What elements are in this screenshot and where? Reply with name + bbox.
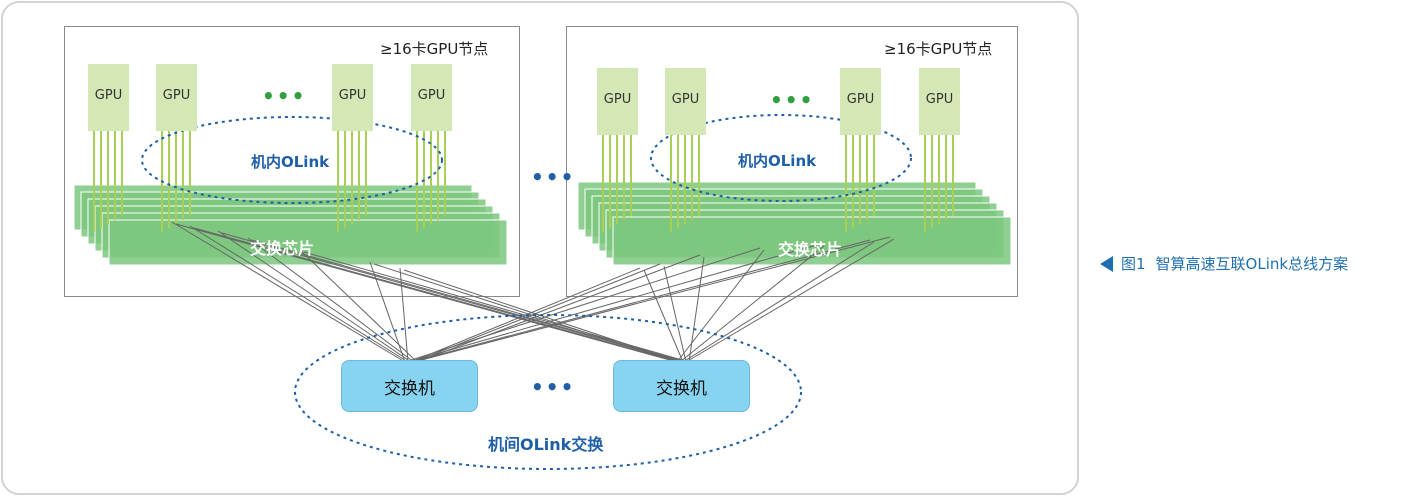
- node-2-title: ≥16卡GPU节点: [884, 40, 993, 58]
- cable-to-switch-1: [369, 261, 406, 363]
- cable-to-switch-2: [685, 238, 895, 363]
- node-2-intra-olink-label: 机内OLink: [738, 152, 817, 170]
- node-1-switch-chip-label: 交换芯片: [250, 239, 315, 258]
- node-1-gpu-3: GPU: [332, 64, 373, 131]
- switch-2: 交换机: [613, 360, 750, 412]
- switch-ellipsis: •••: [531, 375, 576, 399]
- diagram-graphics: [73, 114, 1012, 470]
- cable-to-switch-1: [399, 267, 409, 363]
- node-2-intra-olink-ellipse: [650, 114, 912, 202]
- node-1-gpu-4: GPU: [411, 64, 452, 131]
- switch-1: 交换机: [341, 360, 478, 412]
- node-2-gpu-4: GPU: [919, 68, 960, 135]
- cable-to-switch-2: [682, 241, 875, 363]
- cable-to-switch-1: [171, 221, 406, 363]
- node-1-intra-olink-ellipse: [141, 116, 443, 204]
- node-2-gpu-1: GPU: [597, 68, 638, 135]
- node-1-title: ≥16卡GPU节点: [380, 40, 489, 58]
- cable-to-switch-1: [413, 236, 891, 363]
- cable-to-switch-2: [193, 227, 681, 363]
- inter-olink-label: 机间OLink交换: [488, 435, 604, 454]
- node-2-gpu-2: GPU: [665, 68, 706, 135]
- cable-to-switch-1: [407, 243, 821, 363]
- cable-to-switch-2: [643, 269, 684, 363]
- figure-caption-text: 智算高速互联OLink总线方案: [1155, 255, 1349, 273]
- node-1-switch-chip-stack: [73, 184, 508, 266]
- caption-arrow-icon: [1100, 255, 1113, 272]
- cable-to-switch-2: [373, 263, 678, 363]
- node-1-intra-olink-label: 机内OLink: [251, 153, 330, 171]
- node-2-gpu-3: GPU: [840, 68, 881, 135]
- cable-to-switch-2: [221, 232, 684, 363]
- cable-to-switch-1: [247, 237, 415, 363]
- cable-to-switch-1: [416, 254, 701, 363]
- node-2-switch-chip-stack: [577, 181, 1012, 266]
- cable-to-switch-1: [189, 225, 409, 363]
- cable-to-switch-2: [688, 256, 705, 363]
- cable-to-switch-2: [663, 265, 687, 363]
- cable-to-switch-1: [217, 230, 412, 363]
- node-1-gpu-links: [93, 131, 446, 232]
- switch-chip-layer: [612, 216, 1012, 266]
- node-1-gpu-2: GPU: [156, 64, 197, 131]
- node-2-gpu-links: [602, 135, 954, 232]
- node-1-gpu-1: GPU: [88, 64, 129, 131]
- cable-to-switch-1: [404, 247, 761, 363]
- inter-node-cables: [171, 221, 895, 363]
- cable-to-switch-1: [410, 267, 641, 363]
- cable-to-switch-2: [676, 249, 765, 363]
- cable-to-switch-1: [410, 239, 871, 363]
- inter-olink-ellipse: [294, 314, 802, 470]
- cable-to-switch-1: [299, 249, 418, 363]
- figure-number: 图1: [1121, 255, 1146, 273]
- figure-caption: 图1 智算高速互联OLink总线方案: [1100, 253, 1348, 274]
- node-1-gpu-ellipsis: •••: [262, 84, 307, 108]
- cable-to-switch-2: [679, 245, 825, 363]
- node-2-gpu-ellipsis: •••: [770, 88, 815, 112]
- node-2-switch-chip-label: 交换芯片: [778, 240, 843, 259]
- node-ellipsis: •••: [531, 165, 576, 189]
